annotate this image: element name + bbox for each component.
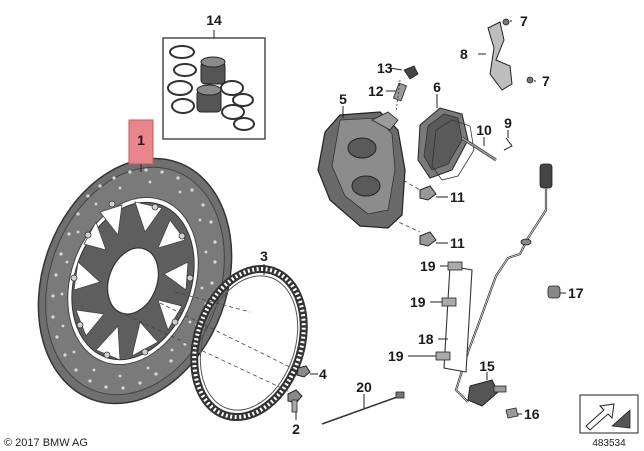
callout-19a: 19 bbox=[420, 258, 436, 274]
bleed-valve bbox=[392, 65, 419, 113]
callout-19c: 19 bbox=[388, 348, 404, 364]
callout-18: 18 bbox=[418, 331, 434, 347]
callout-10: 10 bbox=[476, 122, 492, 138]
repair-kit-box bbox=[162, 37, 266, 140]
callout-7a: 7 bbox=[520, 13, 528, 29]
callout-12: 12 bbox=[368, 83, 384, 99]
wheel-speed-sensor bbox=[467, 379, 519, 419]
callout-9: 9 bbox=[504, 115, 512, 131]
callout-11b: 11 bbox=[450, 235, 465, 251]
callout-11a: 11 bbox=[450, 189, 465, 205]
orientation-arrow-icon bbox=[579, 394, 639, 434]
document-number: 483534 bbox=[592, 438, 626, 449]
callout-17: 17 bbox=[568, 285, 584, 301]
pad-pin bbox=[461, 136, 497, 162]
callout-19b: 19 bbox=[410, 294, 426, 310]
callout-20: 20 bbox=[356, 379, 372, 395]
highlighted-callout-box bbox=[128, 119, 154, 165]
abs-sensor-ring bbox=[190, 264, 308, 422]
callout-4: 4 bbox=[319, 366, 327, 382]
cable-tie bbox=[321, 391, 405, 425]
caliper-bolt bbox=[419, 185, 437, 247]
callout-15: 15 bbox=[479, 358, 495, 374]
callout-8: 8 bbox=[460, 46, 468, 62]
callout-2: 2 bbox=[292, 421, 300, 437]
cable-holder bbox=[435, 261, 473, 373]
callout-3: 3 bbox=[260, 248, 268, 264]
callout-13: 13 bbox=[377, 60, 393, 76]
disc-bolt bbox=[287, 365, 311, 413]
callout-14: 14 bbox=[206, 12, 222, 28]
sensor-bracket bbox=[487, 18, 534, 91]
callout-1: 1 bbox=[137, 132, 145, 148]
callout-6: 6 bbox=[433, 79, 441, 95]
brake-caliper bbox=[317, 111, 406, 229]
callout-5: 5 bbox=[339, 91, 347, 107]
brake-disc bbox=[37, 157, 233, 405]
callout-7b: 7 bbox=[542, 73, 550, 89]
copyright-text: © 2017 BMW AG bbox=[4, 437, 88, 449]
callout-16: 16 bbox=[524, 406, 540, 422]
brake-pads bbox=[417, 107, 475, 181]
cable-sleeve bbox=[547, 285, 561, 299]
callout-labels: 1 2 3 4 5 6 7 7 8 9 10 11 11 12 13 14 15… bbox=[137, 12, 584, 437]
